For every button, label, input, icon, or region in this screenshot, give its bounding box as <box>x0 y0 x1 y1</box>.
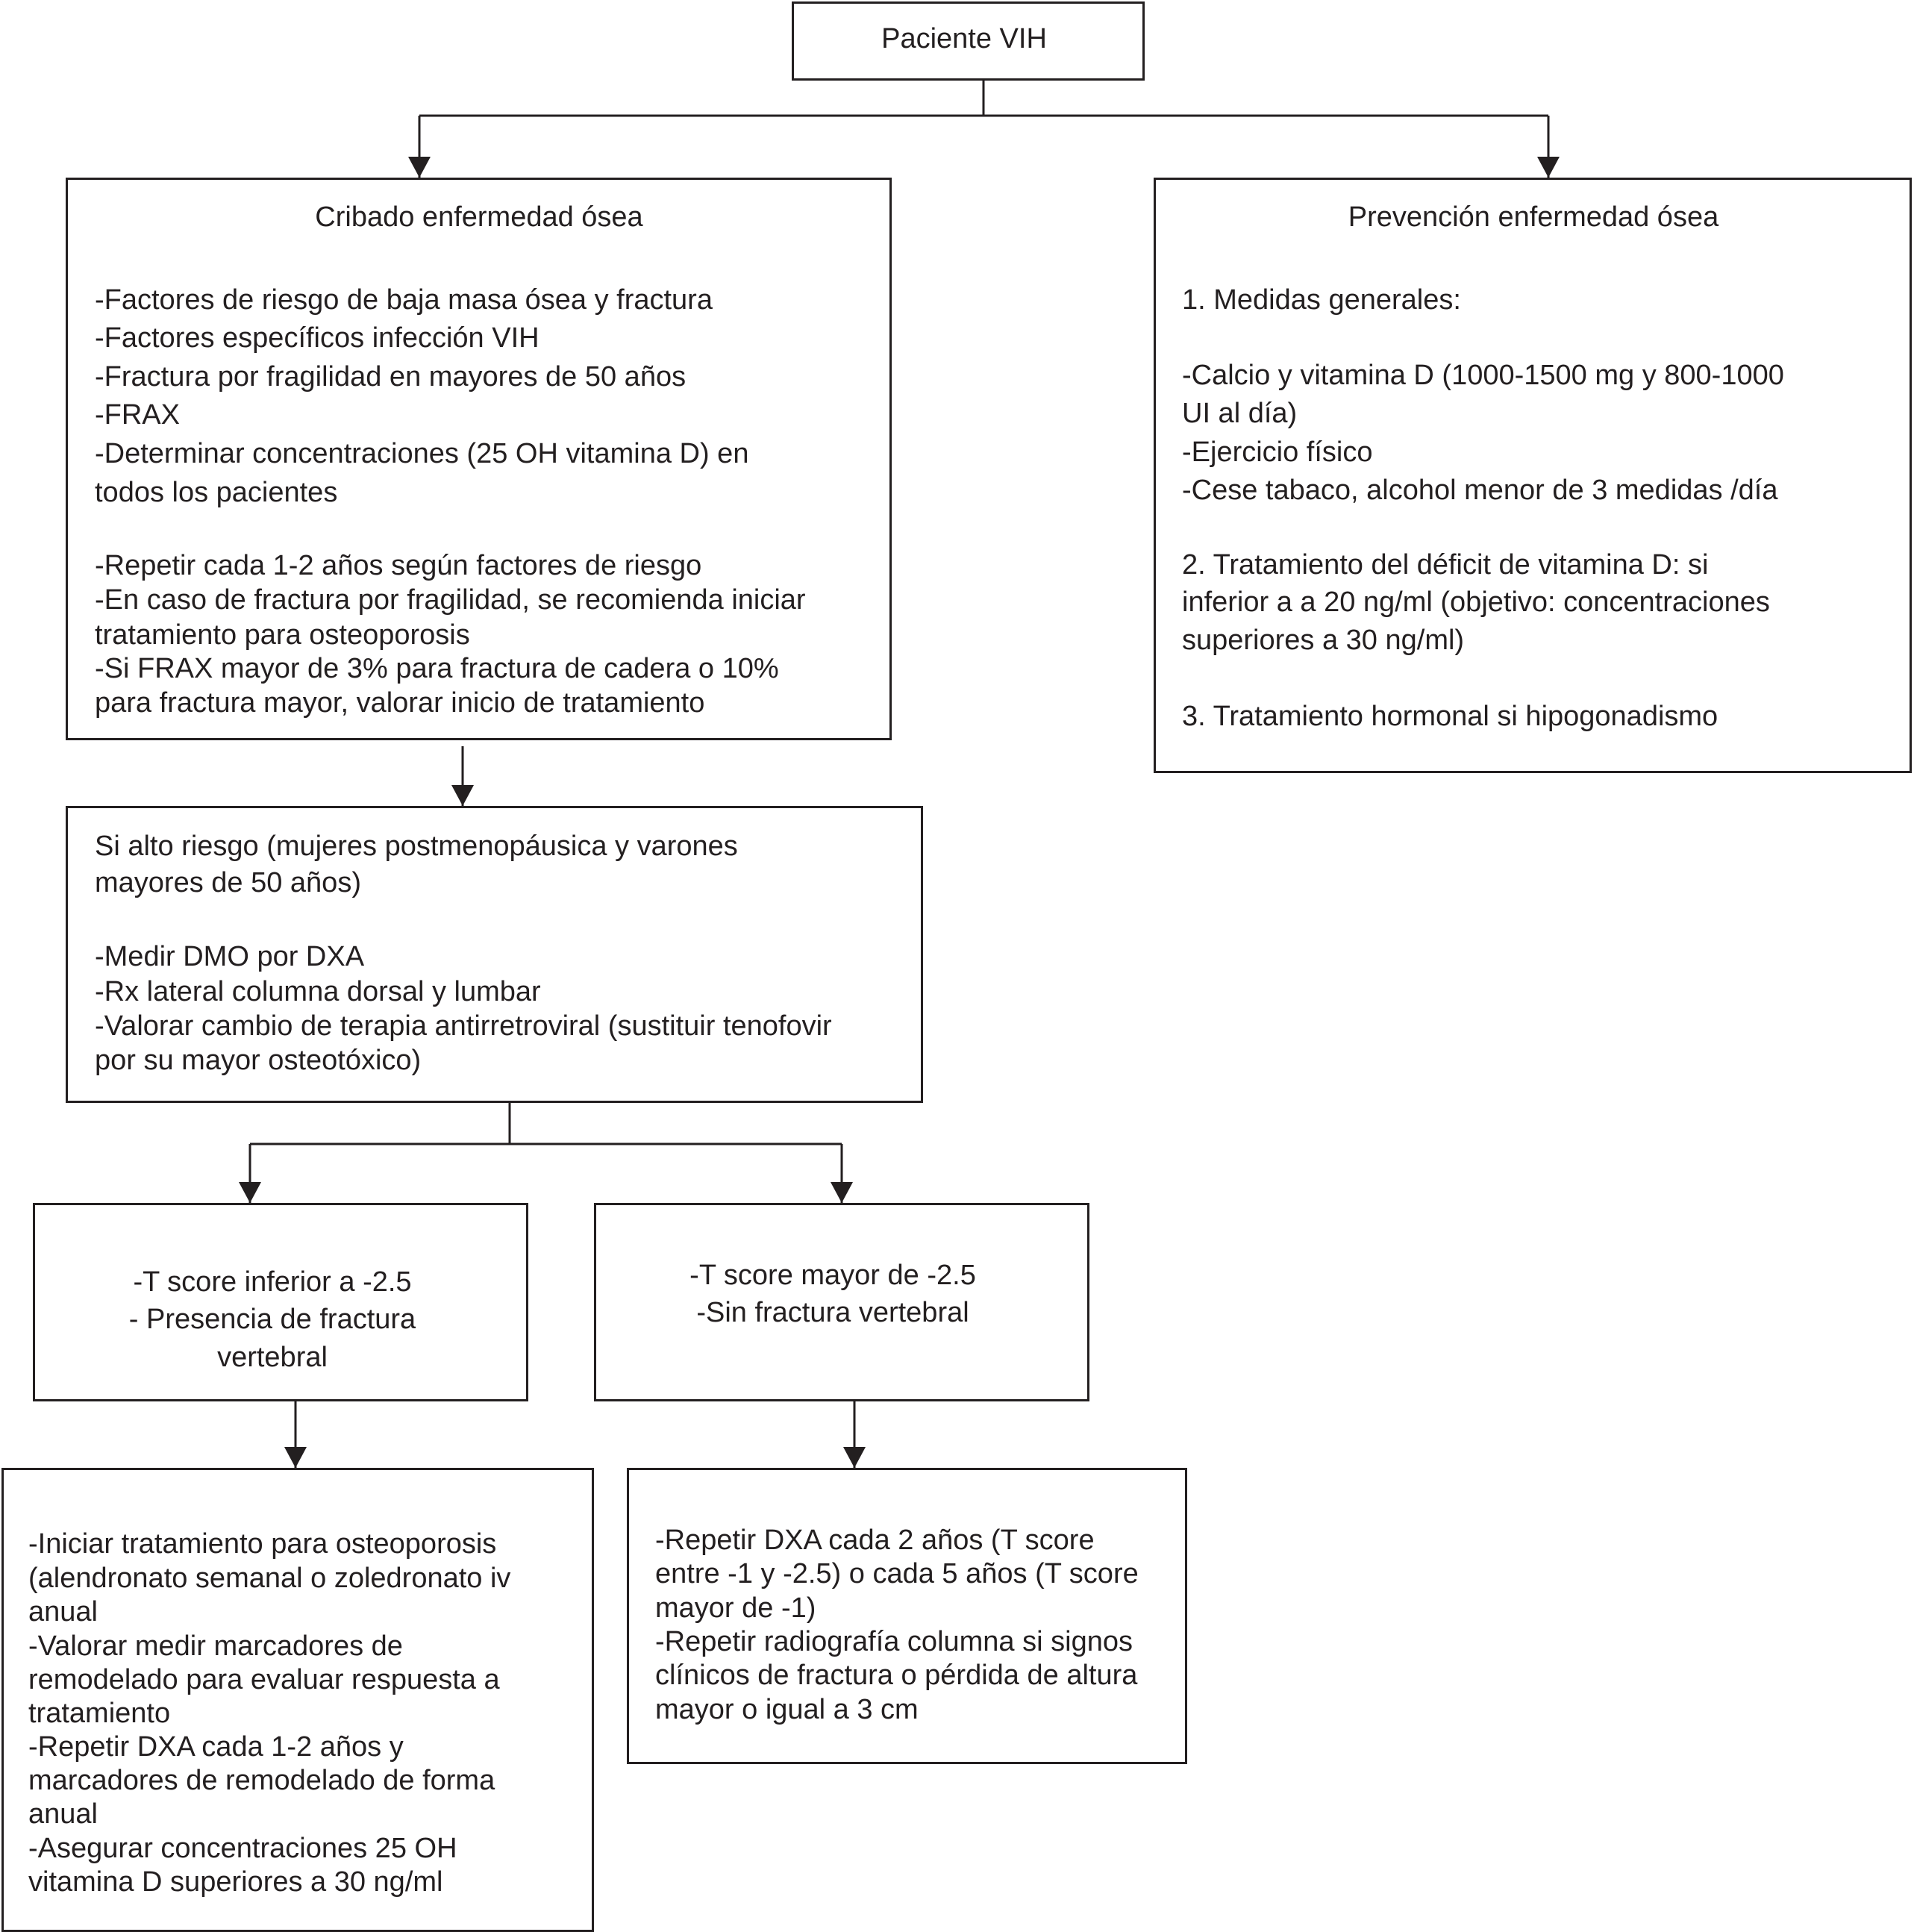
screening-title: Cribado enfermedad ósea <box>315 201 643 233</box>
followup-line: entre -1 y -2.5) o cada 5 años (T score <box>655 1558 1139 1589</box>
t-score-high-node <box>594 1203 1089 1401</box>
prevention-line: inferior a a 20 ng/ml (objetivo: concent… <box>1182 587 1770 618</box>
treatment-line: marcadores de remodelado de forma <box>28 1765 495 1796</box>
treatment-line: -Iniciar tratamiento para osteoporosis <box>28 1528 497 1560</box>
prevention-line: 3. Tratamiento hormonal si hipogonadismo <box>1182 701 1718 732</box>
followup-line: mayor o igual a 3 cm <box>655 1694 919 1725</box>
high-risk-line: -Valorar cambio de terapia antirretrovir… <box>95 1010 832 1042</box>
followup-line: clínicos de fractura o pérdida de altura <box>655 1660 1138 1691</box>
screening-node <box>66 178 892 740</box>
prevention-line: -Ejercicio físico <box>1182 437 1373 468</box>
root-title: Paciente VIH <box>881 23 1047 54</box>
screening-line: -Fractura por fragilidad en mayores de 5… <box>95 361 687 393</box>
arrowhead-t-high <box>831 1182 853 1203</box>
high-risk-line: -Medir DMO por DXA <box>95 941 365 972</box>
followup-node <box>627 1468 1187 1764</box>
treatment-line: anual <box>28 1596 98 1628</box>
treatment-line: -Asegurar concentraciones 25 OH <box>28 1833 457 1864</box>
prevention-line: -Cese tabaco, alcohol menor de 3 medidas… <box>1182 475 1778 506</box>
prevention-line: -Calcio y vitamina D (1000-1500 mg y 800… <box>1182 360 1784 391</box>
arrowhead-followup <box>843 1447 866 1468</box>
treatment-line: -Repetir DXA cada 1-2 años y <box>28 1731 404 1763</box>
high-risk-line: -Rx lateral columna dorsal y lumbar <box>95 976 541 1007</box>
screening-line: -Factores de riesgo de baja masa ósea y … <box>95 284 713 316</box>
treatment-line: remodelado para evaluar respuesta a <box>28 1664 500 1695</box>
prevention-title: Prevención enfermedad ósea <box>1348 201 1719 233</box>
t-score-low-line: - Presencia de fractura <box>128 1304 416 1335</box>
t-score-high-line: -T score mayor de -2.5 <box>689 1260 976 1291</box>
treatment-node <box>1 1468 594 1932</box>
treatment-line: (alendronato semanal o zoledronato iv <box>28 1563 511 1594</box>
screening-line: -Si FRAX mayor de 3% para fractura de ca… <box>95 653 779 684</box>
screening-line: tratamiento para osteoporosis <box>95 619 470 651</box>
screening-line: -Repetir cada 1-2 años según factores de… <box>95 550 702 581</box>
t-score-low-line: vertebral <box>217 1342 328 1373</box>
treatment-line: vitamina D superiores a 30 ng/ml <box>28 1866 443 1898</box>
screening-line: -Factores específicos infección VIH <box>95 322 540 354</box>
high-risk-node <box>66 806 923 1103</box>
prevention-line: UI al día) <box>1182 398 1298 429</box>
treatment-line: tratamiento <box>28 1698 171 1729</box>
followup-line: -Repetir radiografía columna si signos <box>655 1626 1133 1657</box>
prevention-node <box>1154 178 1912 773</box>
arrowhead-treat <box>284 1447 307 1468</box>
high-risk-line: mayores de 50 años) <box>95 867 361 898</box>
root-node <box>792 1 1145 81</box>
screening-line: para fractura mayor, valorar inicio de t… <box>95 687 705 719</box>
screening-line: -Determinar concentraciones (25 OH vitam… <box>95 438 749 469</box>
t-score-low-node <box>33 1203 528 1401</box>
t-score-high-line: -Sin fractura vertebral <box>696 1297 969 1328</box>
treatment-line: -Valorar medir marcadores de <box>28 1631 403 1662</box>
t-score-low-line: -T score inferior a -2.5 <box>133 1266 412 1298</box>
prevention-line: 2. Tratamiento del déficit de vitamina D… <box>1182 549 1709 581</box>
arrowhead-t-low <box>239 1182 261 1203</box>
high-risk-line: por su mayor osteotóxico) <box>95 1045 422 1076</box>
treatment-line: anual <box>28 1798 98 1830</box>
screening-line: -En caso de fractura por fragilidad, se … <box>95 584 806 616</box>
screening-line: todos los pacientes <box>95 477 338 508</box>
arrowhead-prevention <box>1537 157 1560 178</box>
followup-line: -Repetir DXA cada 2 años (T score <box>655 1525 1095 1556</box>
arrowhead-high-risk <box>451 785 474 806</box>
prevention-line: 1. Medidas generales: <box>1182 284 1461 316</box>
high-risk-line: Si alto riesgo (mujeres postmenopáusica … <box>95 831 738 862</box>
screening-line: -FRAX <box>95 399 180 431</box>
arrowhead-screening <box>408 157 431 178</box>
prevention-line: superiores a 30 ng/ml) <box>1182 625 1465 656</box>
followup-line: mayor de -1) <box>655 1592 816 1624</box>
